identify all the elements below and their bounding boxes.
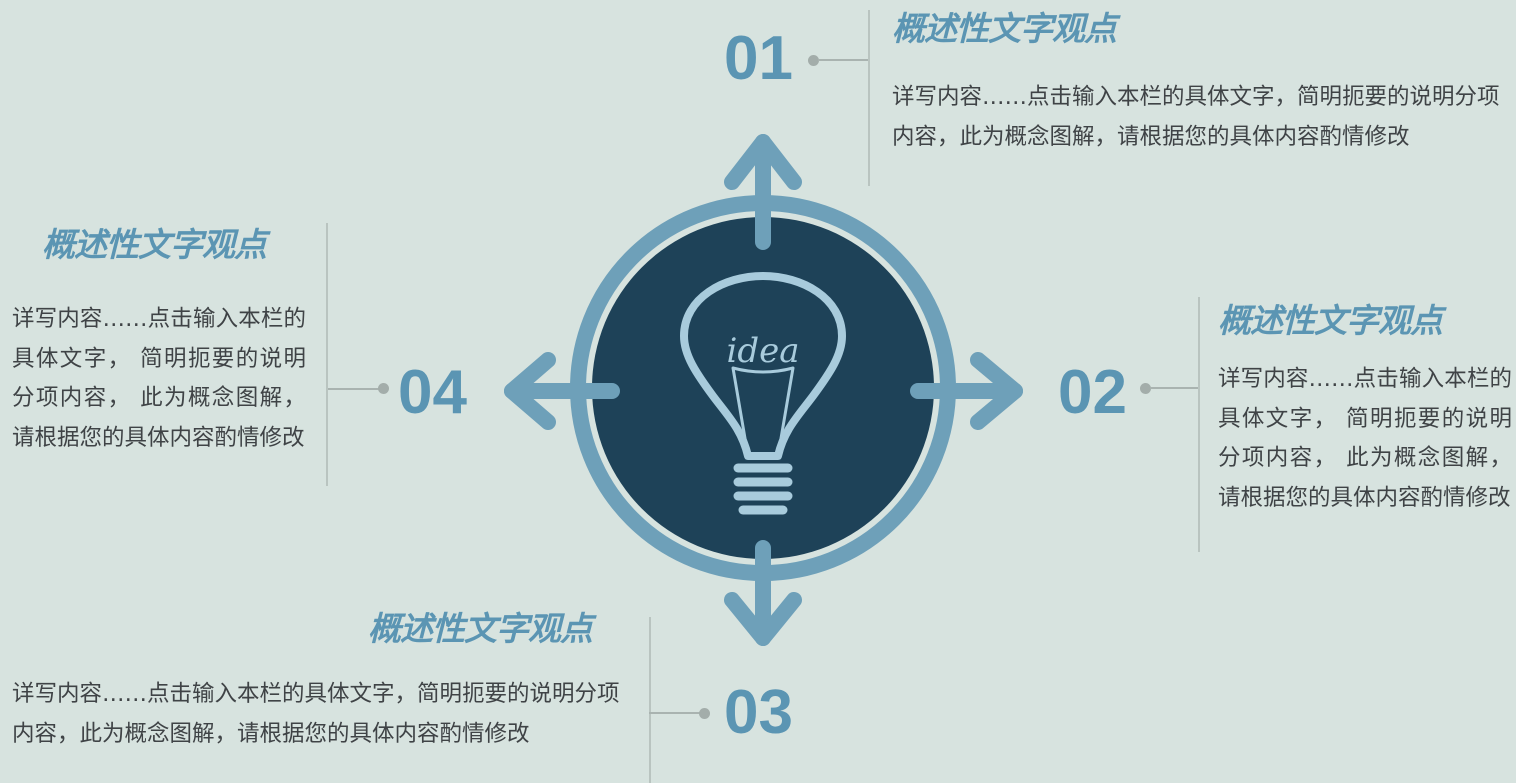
connector-dot xyxy=(378,383,389,394)
item-description: 详写内容……点击输入本栏的具体文字，简明扼要的说明分项内容，此为概念图解，请根据… xyxy=(892,84,1500,150)
divider-line xyxy=(1198,297,1200,552)
divider-line xyxy=(649,617,651,783)
lightbulb-icon: idea xyxy=(680,272,846,515)
arrow-down-icon xyxy=(724,540,802,646)
item-title: 概述性文字观点 xyxy=(368,609,593,648)
bulb-word: idea xyxy=(726,331,799,371)
divider-line xyxy=(868,10,870,186)
center-graphic: idea xyxy=(504,134,1023,646)
item-description: 详写内容……点击输入本栏的具体文字，简明扼要的说明分项内容，此为概念图解，请根据… xyxy=(12,681,620,747)
arrow-up-icon xyxy=(724,134,802,250)
item-description: 详写内容……点击输入本栏的具体文字， 简明扼要的说明分项内容， 此为概念图解， … xyxy=(12,306,306,451)
connector-line xyxy=(649,712,701,714)
divider-line xyxy=(326,223,328,486)
item-number: 04 xyxy=(398,358,467,427)
item-number: 02 xyxy=(1058,358,1127,427)
connector-dot xyxy=(699,708,710,719)
item-title: 概述性文字观点 xyxy=(1218,301,1443,340)
item-title: 概述性文字观点 xyxy=(42,225,267,264)
item-number: 01 xyxy=(724,24,793,93)
item-title: 概述性文字观点 xyxy=(892,9,1117,48)
arrow-right-icon xyxy=(910,352,1023,430)
item-description: 详写内容……点击输入本栏的具体文字， 简明扼要的说明分项内容， 此为概念图解， … xyxy=(1218,366,1512,511)
connector-line xyxy=(328,388,380,390)
inner-circle xyxy=(592,217,934,559)
connector-line xyxy=(1150,387,1200,389)
item-number: 03 xyxy=(724,678,793,747)
arrow-left-icon xyxy=(504,352,620,430)
connector-dot xyxy=(1140,383,1151,394)
connector-dot xyxy=(808,55,819,66)
connector-line xyxy=(818,59,868,61)
